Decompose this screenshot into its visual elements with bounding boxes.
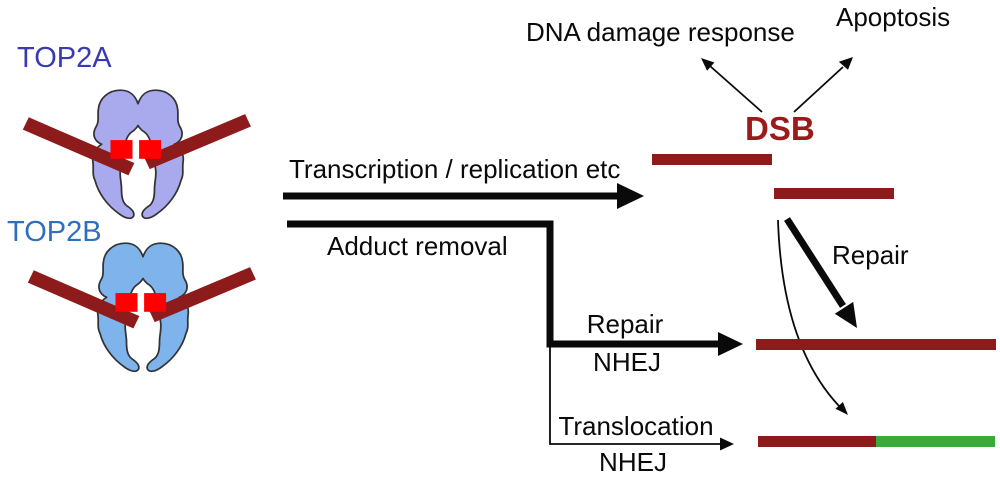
ddr-arrow-shaft	[709, 65, 763, 113]
dsb-fragment-left	[652, 154, 772, 165]
adduct-removal-arrowhead	[718, 332, 743, 356]
repair-nhej-label-line1: Repair	[586, 309, 664, 339]
dsb-fragment-right	[774, 188, 894, 199]
apoptosis-arrow-shaft	[793, 66, 844, 113]
repair-label: Repair	[832, 240, 909, 270]
transcription-arrowhead	[617, 183, 644, 209]
adduct-removal-arrow-shaft	[287, 220, 720, 348]
translocation-nhej-label-line2: NHEJ	[599, 447, 667, 477]
repair-nhej-label-line2: NHEJ	[593, 347, 661, 377]
top2a-label: TOP2A	[17, 42, 112, 74]
ddr-arrowhead	[701, 58, 715, 71]
translocation-curved-arrowhead	[835, 402, 848, 415]
repair-arrowhead	[834, 301, 857, 328]
top2b-label: TOP2B	[7, 216, 102, 248]
repair-arrow-shaft	[784, 217, 846, 308]
translocation-nhej-label-line1: Translocation	[558, 411, 714, 441]
repaired-dna-bar	[756, 339, 996, 350]
dna-damage-response-label: DNA damage response	[526, 17, 795, 47]
top2a-protein	[26, 90, 248, 218]
apoptosis-label: Apoptosis	[836, 2, 951, 32]
translocation-arrow-shaft	[549, 346, 721, 445]
top2b-protein	[31, 243, 253, 371]
adduct-removal-label: Adduct removal	[327, 231, 508, 261]
dsb-label: DSB	[745, 110, 815, 147]
transcription-label: Transcription / replication etc	[289, 154, 621, 184]
translocation-dna-bar-green	[876, 436, 995, 447]
translocation-arrowhead	[720, 437, 734, 451]
translocation-curved-arrow-shaft	[777, 219, 840, 407]
apoptosis-arrowhead	[838, 57, 853, 70]
translocation-dna-bar-red	[758, 436, 876, 447]
